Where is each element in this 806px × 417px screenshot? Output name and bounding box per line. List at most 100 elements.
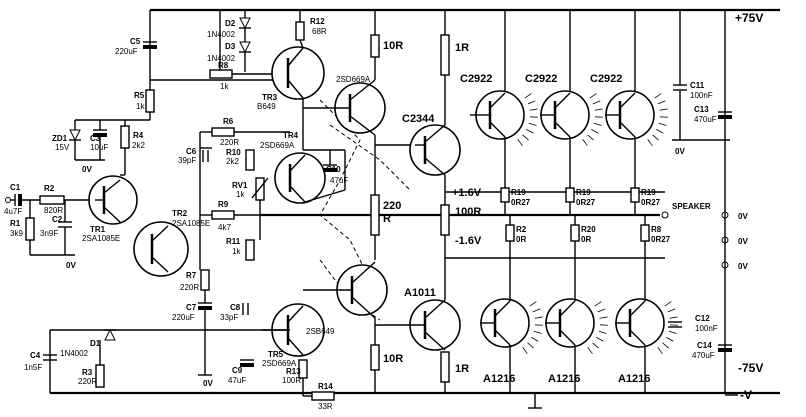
label-1r-bot: 1R [455,363,469,375]
pnp-3-ray-0 [665,302,672,307]
c8-ref: C8 [230,303,241,312]
label-100r: 100R [455,206,481,218]
d3-diode [240,42,250,52]
label-neg-rail: -75V [738,361,763,375]
r2-val: 820R [44,206,63,215]
label-220-r: R [383,213,391,225]
r19-1-resistor [501,188,509,202]
npn-3-label: C2922 [590,73,622,85]
label-minus-16: -1.6V [455,235,482,247]
c9-val: 47uF [228,376,246,385]
rv1-val: 1k [236,190,245,199]
r19-3-val: 0R27 [641,198,661,207]
rv1-ref: RV1 [232,181,248,190]
r11-ref: R11 [226,237,241,246]
npn-2-ray-2 [595,109,603,110]
npn-2-label: C2922 [525,73,557,85]
rlow-1-resistor [506,225,514,241]
r4-val: 2k2 [132,141,145,150]
c7-ref: C7 [186,303,197,312]
label-0v-zd: 0V [82,165,92,174]
npn-3-ray-1 [658,101,665,104]
r14-val: 33R [318,402,333,411]
r3-resistor [96,365,104,387]
r7-resistor [201,270,209,290]
pnp-1-ray-1 [533,309,540,312]
r-220 [371,195,379,235]
r2-resistor [40,196,64,204]
c10-ref: C10 [326,165,341,174]
label-bottom-driver: 2SB649 [306,327,335,336]
r19-1-ref: R19 [511,188,526,197]
pnp-1-label: A1216 [483,373,515,385]
npn-2-ray-0 [590,94,597,99]
tr1-type: 2SA1085E [82,234,120,243]
r1-resistor [26,218,34,240]
npn-2-ray-7 [583,139,588,145]
c13-val: 470uF [694,115,717,124]
pnp-2-ray-0 [595,302,602,307]
c7-plate-b [198,306,212,310]
r10-val: 2k2 [226,157,239,166]
r13-val: 100R [282,376,301,385]
c6-val: 39pF [178,156,196,165]
r19-1-val: 0R27 [511,198,531,207]
npn-1-ray-1 [528,101,535,104]
label-plus-16: +1.6V [452,187,482,199]
d3-ref: D3 [225,42,236,51]
c6-ref: C6 [186,147,197,156]
r5-ref: R5 [134,91,145,100]
d1-ref: D1 [90,339,101,348]
r6-resistor [212,128,234,136]
c1-val: 4u7F [4,207,22,216]
c12-ref: C12 [695,314,710,323]
pnp-3-ray-5 [666,337,673,341]
label-0v-vas: 0V [203,379,213,388]
npn-3-ray-6 [653,135,659,140]
npn-2-ray-4 [594,123,602,125]
c7-val: 220uF [172,313,195,322]
rlow-1-ref: R2 [516,225,527,234]
npn-3-ray-4 [659,123,667,125]
pnp-1-ray-4 [534,331,542,333]
pnp-1-ray-6 [528,343,534,348]
r2-ref: R2 [44,184,55,193]
npn-3-ray-0 [655,94,662,99]
r5-resistor [146,90,154,112]
r1-ref: R1 [10,219,21,228]
label-pos-rail: +75V [735,11,763,25]
pnp-3-ray-4 [669,331,677,333]
r11-resistor [246,240,254,260]
r12-val: 68R [312,27,327,36]
pnp-3-ray-6 [663,343,669,348]
label-0v-supply: 0V [675,147,685,156]
npn-3-ray-7 [648,139,653,145]
r19-2-val: 0R27 [576,198,596,207]
c5-val: 220uF [115,47,138,56]
pnp-3-ray-1 [668,309,675,312]
pnp-3-label: A1216 [618,373,650,385]
r8-resistor [210,70,232,78]
d1-diode [105,330,115,340]
tr3-ref: TR3 [262,93,278,102]
c2-val: 3n9F [40,229,58,238]
r9-val: 4k7 [218,223,231,232]
tr4-ref: TR4 [283,131,299,140]
r13-ref: R13 [286,367,301,376]
pnp-2-ray-1 [598,309,605,312]
c4-val: 1n5F [24,363,42,372]
label-220: 220 [383,200,401,212]
r4-ref: R4 [133,131,144,140]
r-1r-bot [441,352,449,382]
r3-ref: R3 [82,368,93,377]
npn-2-ray-6 [588,135,594,140]
npn-2-ray-5 [591,129,598,133]
tr4-type: 2SD669A [260,141,295,150]
rlow-3-resistor [641,225,649,241]
r12-ref: R12 [310,17,325,26]
r6-ref: R6 [223,117,234,126]
label-0v-a: 0V [738,212,748,221]
c11-ref: C11 [690,81,705,90]
r4-resistor [121,126,129,148]
